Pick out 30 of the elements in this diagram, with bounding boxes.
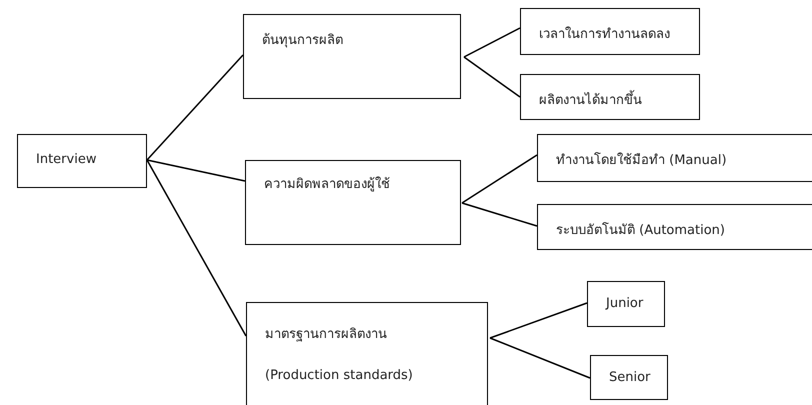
connector-line [462,202,538,227]
topic-box [537,204,812,250]
topic-box [520,8,700,55]
topic-box [590,355,668,400]
box-text: Interview [36,152,96,167]
topic-box [246,302,488,405]
topic-box [537,134,812,182]
box-text: ทำงานโดยใช้มือทำ (Manual) [556,151,727,170]
topic-box [245,160,461,245]
connector-line [462,154,538,204]
box-text: ต้นทุนการผลิต [262,32,343,50]
box-text: มาตรฐานการผลิตงาน [265,326,387,344]
connector-line [464,27,520,58]
box-text: เวลาในการทำงานลดลง [539,26,670,44]
box-text: Junior [606,296,644,311]
connector-line [146,159,246,182]
topic-box [520,74,700,120]
connector-line [146,160,247,336]
box-text: ผลิตงานได้มากขึ้น [539,89,642,110]
connector-line [146,54,244,160]
connector-line [490,337,590,379]
connector-line [490,302,588,339]
topic-box [587,281,665,327]
connector-line [464,56,520,98]
box-text: ความผิดพลาดของผู้ใช้ [264,176,390,194]
box-text: ระบบอัตโนมัติ (Automation) [556,221,725,240]
box-text: (Production standards) [265,368,413,383]
box-text: Senior [609,370,650,385]
topic-box [243,14,461,99]
topic-box [17,134,147,188]
